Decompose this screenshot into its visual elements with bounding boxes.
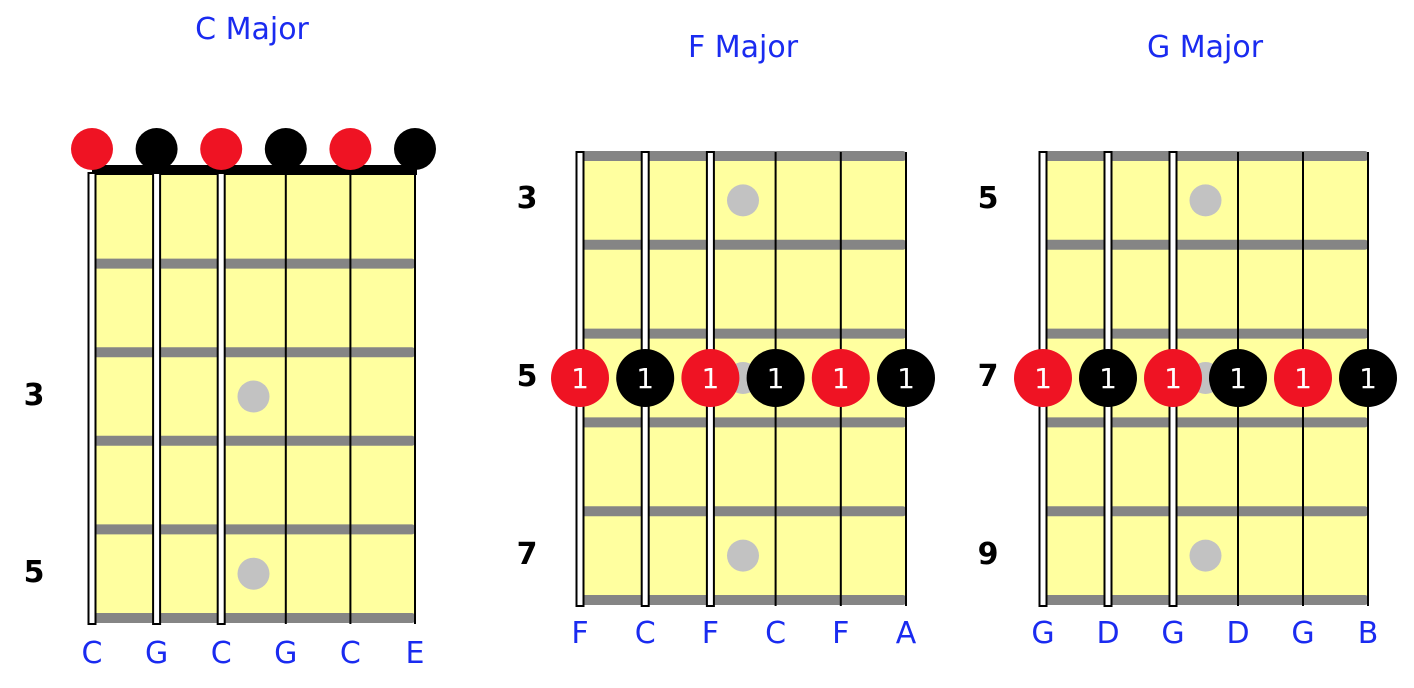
fret-line — [580, 328, 906, 339]
string-line — [284, 173, 287, 624]
note-dot — [877, 349, 935, 407]
note-label: 1 — [1294, 362, 1312, 395]
note-dot — [1274, 349, 1332, 407]
string-line — [87, 172, 97, 625]
note-dot — [329, 128, 372, 170]
note-dot — [1339, 349, 1397, 407]
inlay-dot — [1189, 539, 1222, 572]
fret-number: 3 — [23, 377, 45, 413]
string-name: D — [1226, 616, 1250, 651]
fret-number: 7 — [516, 536, 538, 572]
string-name: F — [832, 616, 850, 651]
note-dot — [71, 128, 113, 170]
note-dot — [394, 128, 436, 170]
diagram-title: G Major — [1146, 30, 1264, 65]
note-dot — [681, 349, 740, 407]
fret-line — [1043, 239, 1368, 250]
fret-line — [92, 258, 415, 269]
note-label: 1 — [832, 362, 850, 395]
diagram-title: F Major — [687, 30, 799, 65]
fret-line — [92, 613, 415, 623]
string-name: G — [1291, 616, 1315, 651]
fret-number: 7 — [977, 359, 999, 394]
fret-number: 3 — [516, 181, 538, 217]
string-name: G — [144, 636, 169, 671]
string-name: G — [274, 636, 298, 671]
fret-line — [580, 239, 906, 250]
fret-line — [580, 151, 906, 161]
note-label: 1 — [1164, 362, 1182, 395]
note-label: 1 — [701, 362, 719, 395]
note-dot — [616, 349, 675, 407]
string-name: D — [1096, 616, 1120, 651]
fret-line — [92, 347, 415, 358]
note-dot — [135, 128, 178, 170]
diagram-title: C Major — [195, 12, 309, 47]
note-label: 1 — [1034, 362, 1052, 395]
note-label: 1 — [1229, 362, 1247, 395]
string-name: B — [1357, 616, 1379, 651]
fret-line — [580, 506, 906, 517]
inlay-dot — [727, 539, 759, 572]
string-name: G — [1031, 616, 1055, 651]
fret-line — [580, 417, 906, 428]
string-name: F — [571, 616, 589, 651]
fret-line — [1043, 151, 1368, 161]
nut — [92, 165, 417, 175]
note-label: 1 — [1359, 362, 1377, 395]
string-name: C — [765, 616, 787, 651]
fret-line — [1043, 506, 1368, 517]
string-name: C — [339, 636, 361, 671]
note-dot — [1209, 349, 1267, 407]
string-name: C — [634, 616, 656, 651]
fret-line — [92, 524, 415, 535]
fret-number: 5 — [516, 359, 538, 394]
note-dot — [551, 349, 609, 407]
note-dot — [811, 349, 870, 407]
inlay-dot — [727, 184, 759, 217]
string-line — [216, 172, 226, 625]
note-label: 1 — [1099, 362, 1117, 395]
string-name: A — [895, 616, 917, 651]
fret-number: 5 — [977, 181, 999, 217]
note-dot — [1014, 349, 1072, 407]
string-name: F — [701, 616, 720, 651]
note-dot — [1144, 349, 1202, 407]
note-label: 1 — [636, 362, 654, 395]
fret-line — [580, 595, 906, 605]
fret-number: 9 — [977, 536, 999, 572]
string-line — [349, 173, 352, 624]
fret-number: 5 — [23, 554, 45, 590]
inlay-dot — [237, 557, 270, 590]
fret-line — [1043, 328, 1368, 339]
string-name: C — [210, 636, 232, 671]
note-dot — [746, 349, 805, 407]
note-label: 1 — [767, 362, 785, 395]
string-line — [152, 172, 162, 625]
note-label: 1 — [897, 362, 915, 395]
fret-line — [1043, 417, 1368, 428]
string-name: E — [405, 636, 425, 671]
string-line — [414, 173, 416, 624]
fret-line — [92, 435, 415, 446]
note-dot — [1079, 349, 1137, 407]
note-dot — [264, 128, 307, 170]
inlay-dot — [237, 380, 270, 413]
inlay-dot — [1189, 184, 1222, 217]
note-dot — [200, 128, 243, 170]
note-label: 1 — [571, 362, 589, 395]
string-name: C — [81, 636, 103, 671]
fret-line — [1043, 595, 1368, 605]
string-name: G — [1161, 616, 1185, 651]
